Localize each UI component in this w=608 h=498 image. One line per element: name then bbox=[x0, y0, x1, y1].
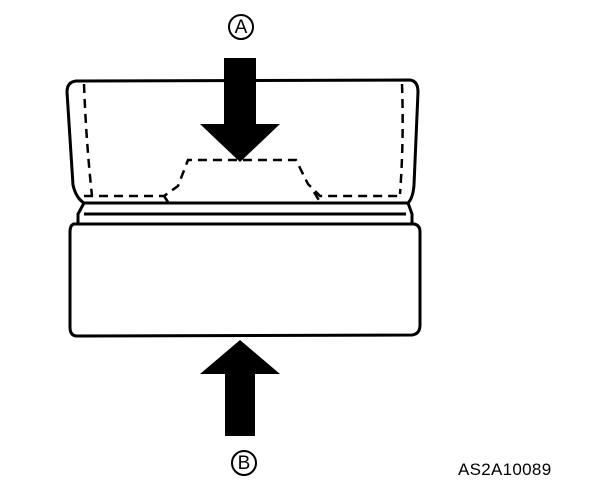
lower-cylinder-body bbox=[68, 222, 422, 338]
label-a-callout: A bbox=[228, 14, 254, 40]
label-a-text: A bbox=[234, 16, 248, 38]
figure-code: AS2A10089 bbox=[458, 460, 552, 479]
arrow-b-icon bbox=[200, 340, 280, 436]
hidden-lines bbox=[82, 83, 404, 203]
arrow-a-icon bbox=[200, 58, 280, 162]
label-b-callout: B bbox=[231, 450, 257, 476]
label-b-text: B bbox=[237, 452, 251, 474]
groove-band bbox=[76, 202, 414, 224]
